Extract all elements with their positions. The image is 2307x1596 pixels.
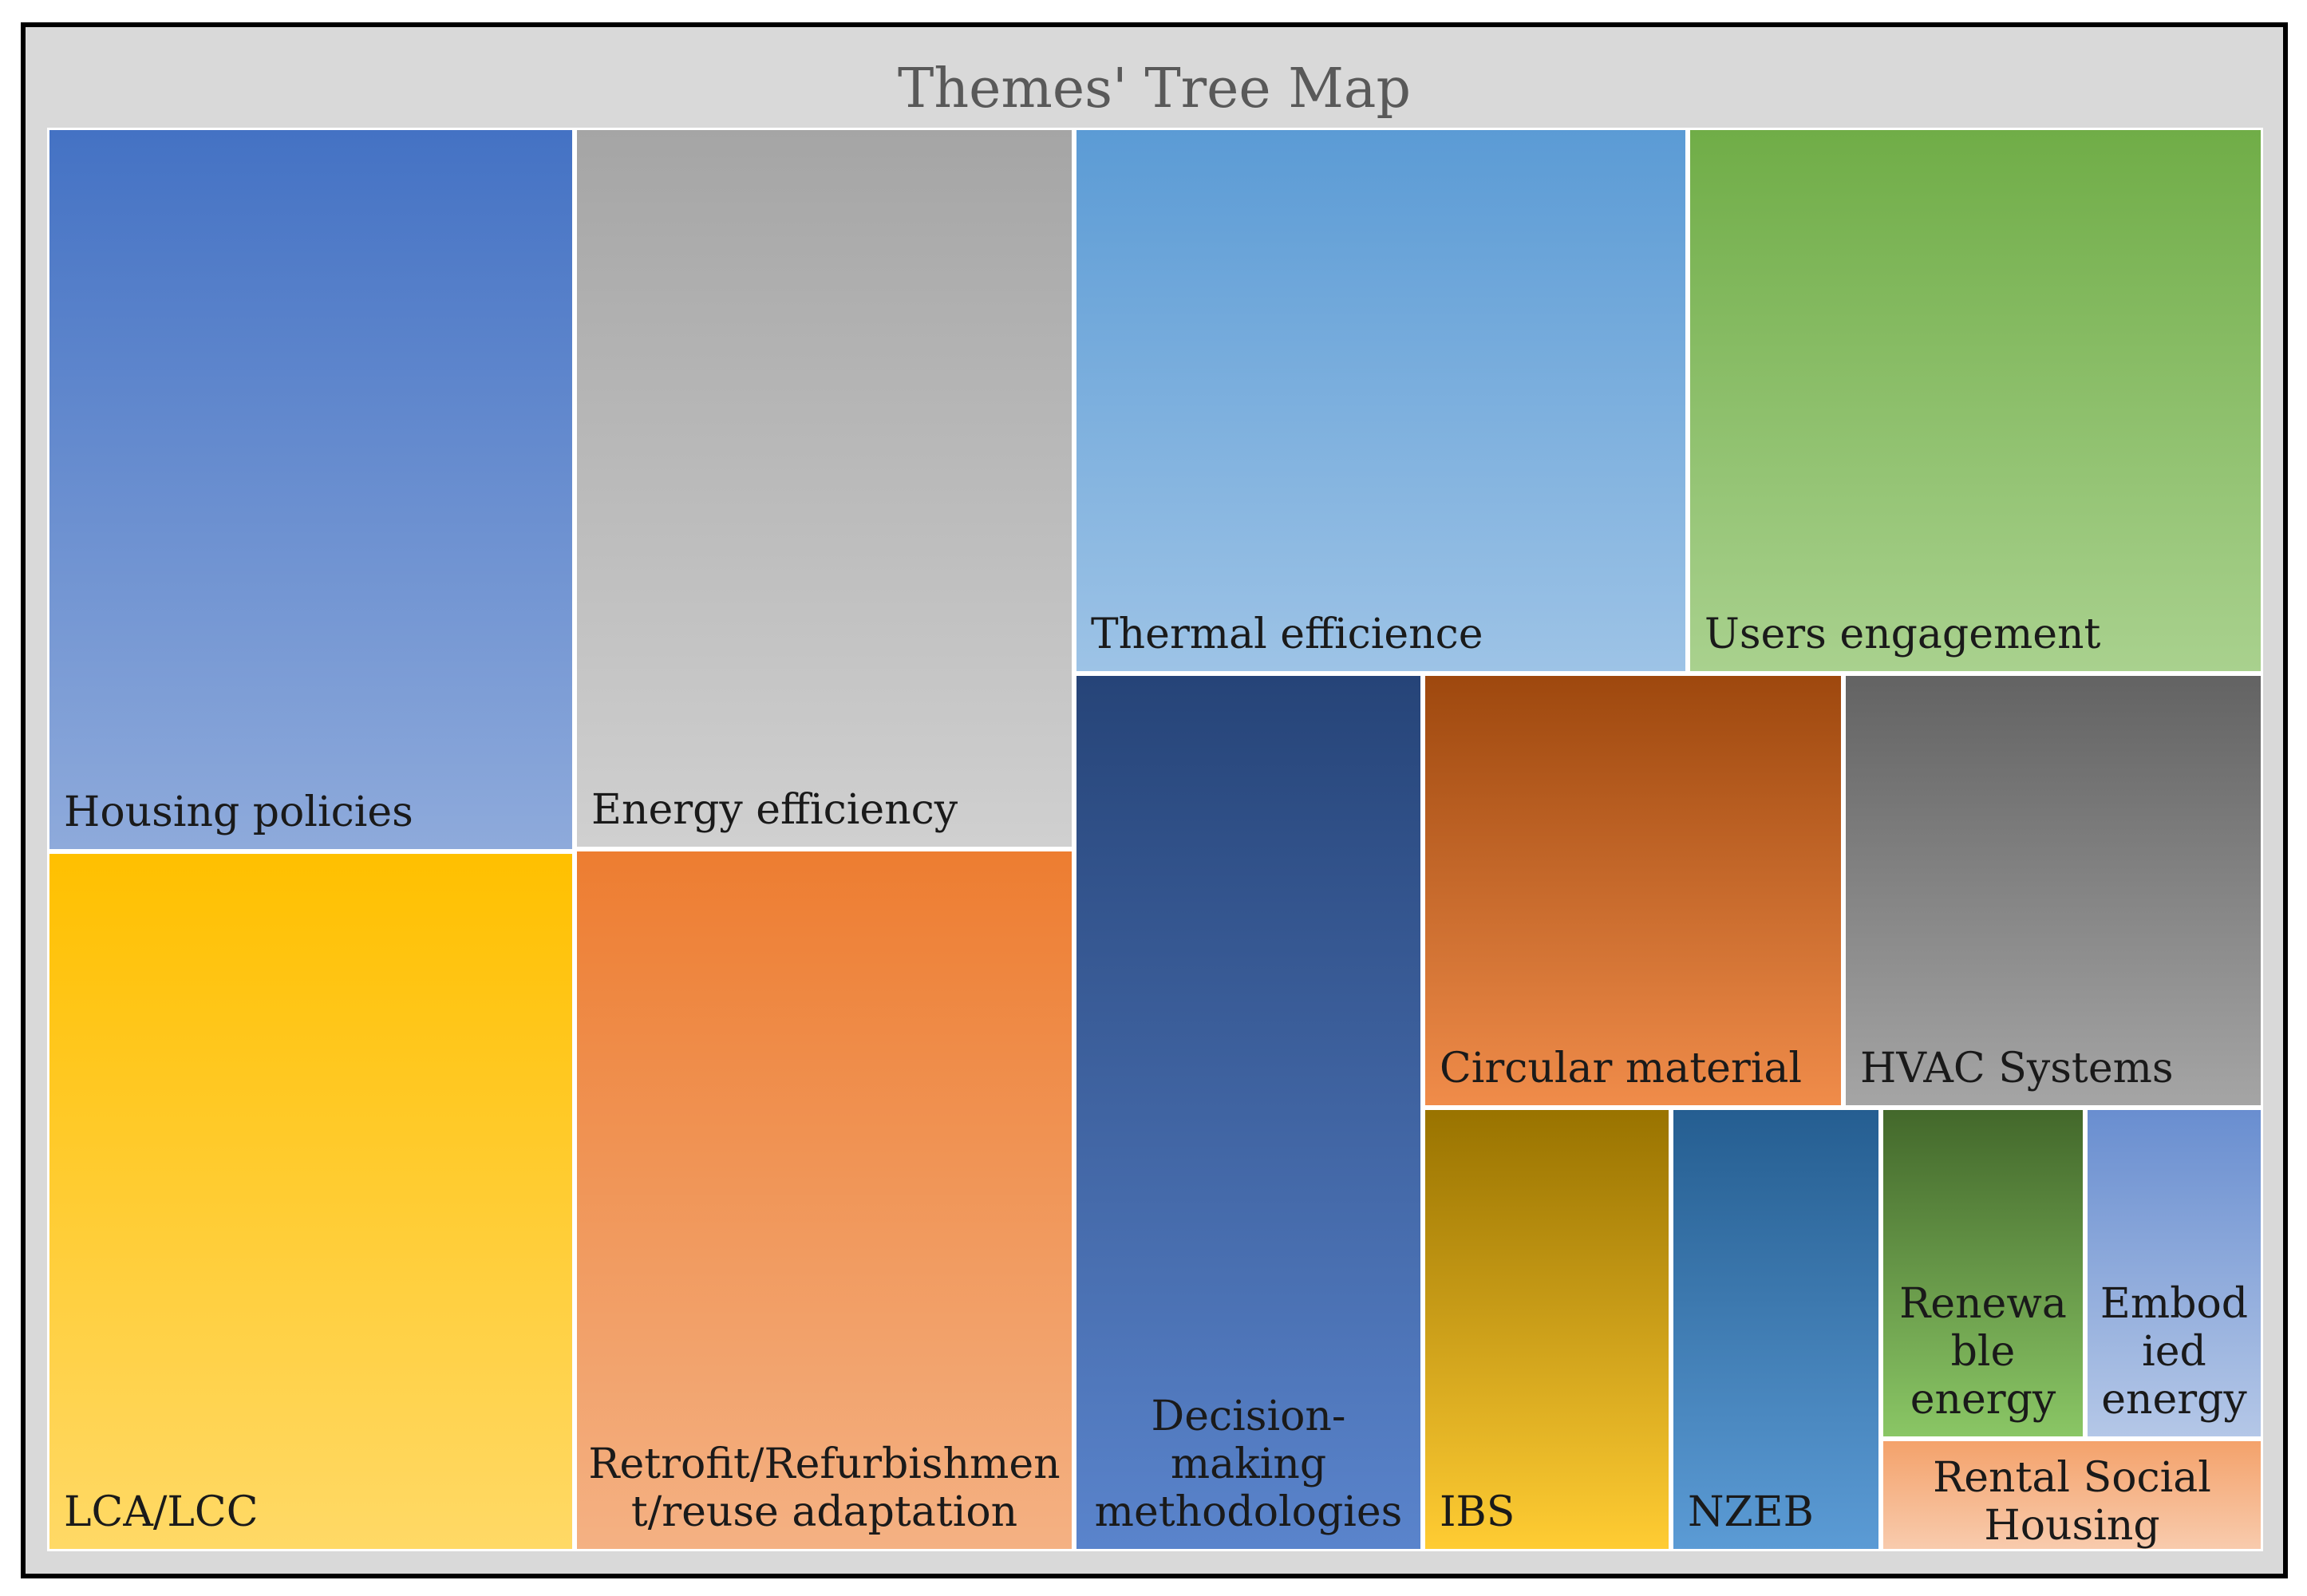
treemap-tile-label-line: t/reuse adaptation bbox=[630, 1488, 1018, 1536]
treemap-tile: Thermal efficience bbox=[1074, 128, 1688, 674]
treemap-tile-label-line: energy bbox=[1910, 1376, 2056, 1424]
treemap-tile-label-line: energy bbox=[2101, 1376, 2247, 1424]
treemap-tile-label-line: Embod bbox=[2100, 1280, 2249, 1328]
treemap-tile-label: Energy efficiency bbox=[591, 786, 958, 834]
treemap-tile-label-line: IBS bbox=[1440, 1488, 1515, 1536]
treemap-tile-label: IBS bbox=[1440, 1488, 1515, 1536]
treemap-tile-label-line: Circular material bbox=[1440, 1045, 1803, 1092]
treemap-tile-label-line: HVAC Systems bbox=[1860, 1045, 2174, 1092]
treemap-tile-label-line: Housing policies bbox=[64, 788, 413, 836]
treemap-tile-label-line: NZEB bbox=[1688, 1488, 1814, 1536]
treemap-tile-label: LCA/LCC bbox=[64, 1488, 259, 1536]
treemap-tile: Energy efficiency bbox=[575, 128, 1074, 849]
treemap-tile-label: NZEB bbox=[1688, 1488, 1814, 1536]
treemap-tile-label-line: Decision- bbox=[1151, 1393, 1346, 1440]
treemap-tile-label-line: Housing bbox=[1984, 1502, 2160, 1550]
treemap-tile-label-line: ble bbox=[1950, 1328, 2016, 1376]
treemap-tile: Circular material bbox=[1423, 674, 1843, 1108]
treemap-tile-label: HVAC Systems bbox=[1860, 1045, 2174, 1092]
treemap-tile-label: Housing policies bbox=[64, 788, 413, 836]
treemap-tile: IBS bbox=[1423, 1108, 1671, 1551]
treemap-tile-label-line: Rental Social bbox=[1933, 1454, 2211, 1502]
treemap-tile-label-line: ied bbox=[2142, 1328, 2206, 1376]
treemap-tile-label-line: Energy efficiency bbox=[591, 786, 958, 834]
treemap-tile: Housing policies bbox=[47, 128, 575, 851]
treemap-tile: NZEB bbox=[1671, 1108, 1881, 1551]
treemap-tile-label: Users engagement bbox=[1705, 610, 2100, 658]
treemap-tile-label-line: methodologies bbox=[1094, 1488, 1403, 1536]
treemap-tile-label: Thermal efficience bbox=[1091, 610, 1483, 658]
treemap-tile: Users engagement bbox=[1688, 128, 2263, 674]
treemap-tile-label-line: Renewa bbox=[1899, 1280, 2067, 1328]
chart-title: Themes' Tree Map bbox=[898, 57, 1411, 120]
treemap-tile: LCA/LCC bbox=[47, 851, 575, 1551]
treemap-tile-label-line: Users engagement bbox=[1705, 610, 2101, 658]
treemap-tile-label: Circular material bbox=[1440, 1045, 1802, 1092]
treemap-tile-label-line: Retrofit/Refurbishmen bbox=[588, 1440, 1061, 1488]
treemap-tile-label-line: LCA/LCC bbox=[64, 1488, 259, 1536]
treemap-tile: HVAC Systems bbox=[1843, 674, 2263, 1108]
treemap-tile-label-line: Thermal efficience bbox=[1091, 610, 1483, 658]
treemap-tile-label-line: making bbox=[1170, 1440, 1327, 1488]
